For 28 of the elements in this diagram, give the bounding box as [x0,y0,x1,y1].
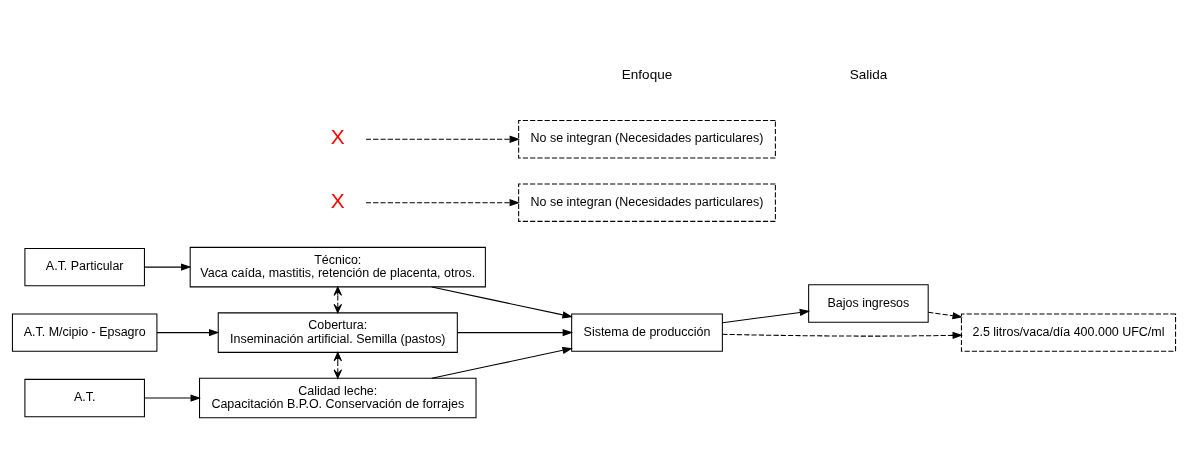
node-box: A.T. M/cipio - Epsagro [11,312,158,352]
arrow [365,135,520,143]
arrow [144,393,201,402]
arrow [333,351,343,379]
node-box: A.T. Particular [24,247,145,286]
node-text: X [330,188,345,212]
arrow [431,346,573,379]
arrow [722,308,811,323]
node-box: Técnico: Vaca caída, mastitis, retención de placenta, otros. [189,246,486,287]
node-box: Cobertura: Inseminación artificial. Semilla (pastos) [217,311,458,353]
arrow [457,328,574,336]
node-box: Calidad leche: Capacitación B.P.O. Conservación de forrajes [199,377,477,418]
arrow [431,285,573,318]
arrow [156,328,220,336]
arrow [365,198,520,206]
arrow [144,262,192,271]
arrow [333,286,343,313]
node-box: Sistema de producción [571,312,723,352]
label: Enfoque [621,66,673,82]
node-box: 2.5 litros/vaca/día 400.000 UFC/ml [960,312,1177,352]
node-box: Bajos ingresos [808,283,929,323]
arrow [927,311,963,319]
node-box: No se integran (Necesidades particulares) [518,182,776,222]
node-text: X [330,124,345,148]
node-box: A.T. [24,378,145,417]
label: Salida [849,66,888,82]
arrow [721,331,963,339]
node-box: No se integran (Necesidades particulares) [518,119,776,158]
